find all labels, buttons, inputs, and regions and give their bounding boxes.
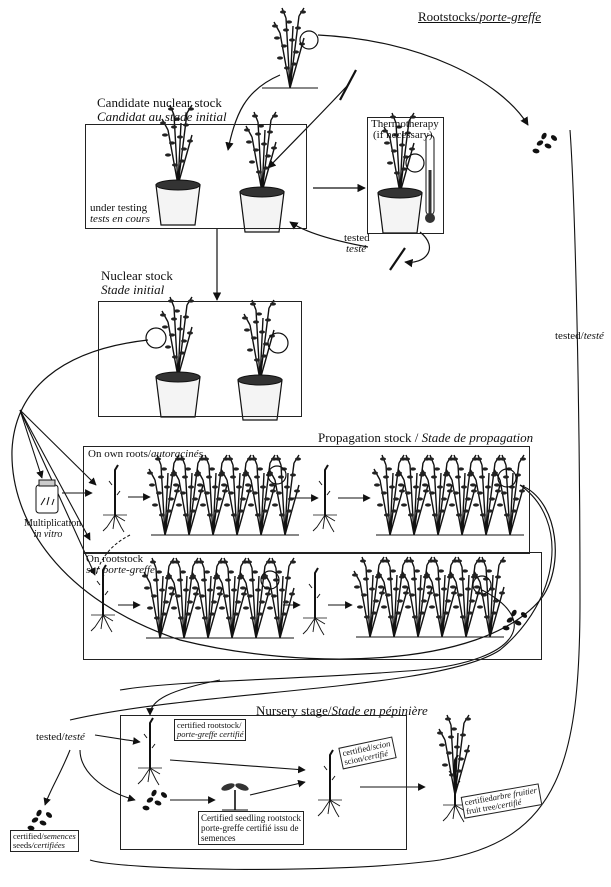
left-tested-label: tested/testé	[36, 731, 85, 743]
thermotherapy-box	[367, 117, 444, 234]
certified-seeds-tag: certified/semences seeds/certifiées	[10, 830, 79, 852]
in-vitro-label: Multiplication	[24, 518, 82, 529]
nuclear-box	[98, 301, 302, 417]
own-roots-bush-row-2	[372, 455, 526, 535]
candidate-title: Candidate nuclear stock	[97, 95, 222, 110]
rootstock-box	[83, 552, 542, 660]
nuclear-potted-plants	[145, 296, 289, 421]
own-roots-bush-row	[147, 455, 301, 535]
rootstocks-title: Rootstocks/porte-greffe	[418, 9, 542, 24]
own-roots-label: On own roots/autoracinés	[88, 448, 203, 460]
mother-plant-icon	[262, 7, 319, 89]
seeds-icon-bottom	[27, 808, 54, 831]
seedling-icon	[221, 783, 249, 811]
right-tested-label: tested/testé	[555, 330, 604, 342]
in-vitro-jar-icon	[35, 479, 59, 514]
rootstock-bush-row-2	[352, 557, 506, 637]
propagation-title: Propagation stock / Stade de propagation	[318, 430, 534, 445]
candidate-box	[85, 124, 307, 229]
nuclear-title: Nuclear stock	[101, 268, 173, 283]
seeds-icon	[532, 131, 559, 154]
thermotherapy-note: (if necessary)	[373, 129, 433, 141]
candidate-title-fr: Candidat au stade initial	[97, 109, 227, 124]
tested-label-fr: testé	[346, 243, 367, 255]
rootstock-bush-row	[142, 558, 296, 638]
thermotherapy-plant	[377, 112, 425, 234]
under-testing-label-fr: tests en cours	[90, 213, 150, 225]
tested-label: tested	[344, 232, 370, 244]
thermotherapy-title: Thermotherapy	[371, 118, 439, 130]
own-roots-box	[83, 446, 530, 554]
rootstock-label-fr: sur porte-greffe	[86, 564, 155, 576]
rootstock-label: On rootstock	[86, 553, 144, 565]
thermometer-icon	[425, 134, 435, 223]
tested-cutting-icon	[389, 247, 406, 271]
nursery-box	[120, 715, 407, 850]
under-testing-label: under testing	[90, 202, 148, 214]
certified-rootstock-tag: certified rootstock/porte-greffe certifi…	[174, 719, 247, 741]
nuclear-title-fr: Stade initial	[101, 282, 165, 297]
nursery-title: Nursery stage/Stade en pépinière	[256, 703, 428, 718]
in-vitro-label-fr: in vitro	[33, 529, 63, 540]
